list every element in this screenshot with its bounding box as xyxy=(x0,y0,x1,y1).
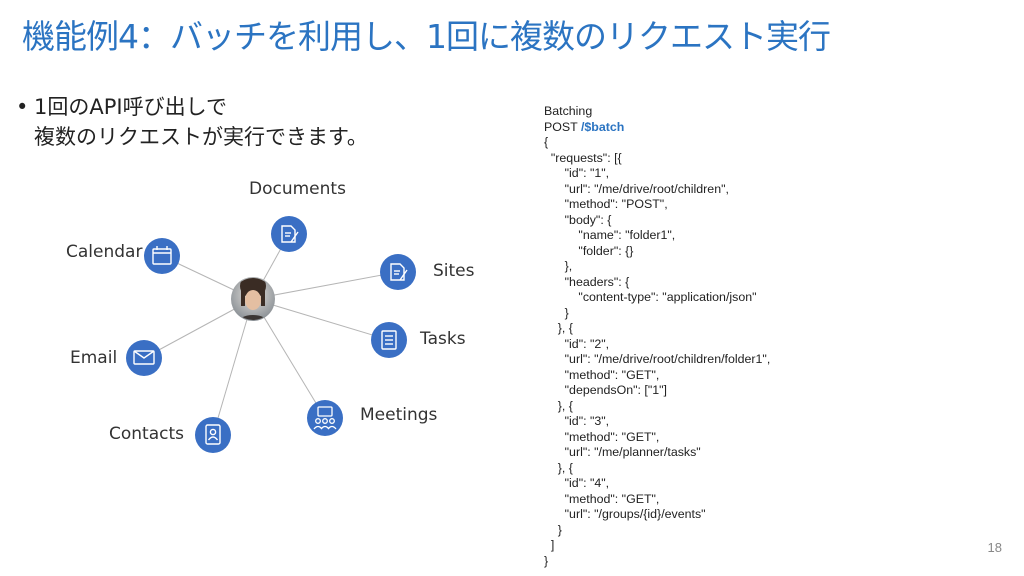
code-request-line: POST /$batch xyxy=(544,120,770,136)
mail-icon xyxy=(133,350,155,365)
page-number: 18 xyxy=(987,540,1002,555)
calendar-icon xyxy=(152,246,172,265)
node-email[interactable] xyxy=(126,340,162,376)
task-list-icon xyxy=(381,330,397,350)
contact-card-icon xyxy=(205,424,221,445)
label-contacts: Contacts xyxy=(109,424,184,444)
slide-title: 機能例4：バッチを利用し、1回に複数のリクエスト実行 xyxy=(22,17,831,56)
code-method: POST xyxy=(544,119,581,134)
node-calendar[interactable] xyxy=(144,238,180,274)
label-meetings: Meetings xyxy=(360,405,438,425)
people-group-icon xyxy=(313,406,337,430)
label-sites: Sites xyxy=(433,261,475,281)
node-tasks[interactable] xyxy=(371,322,407,358)
document-edit-icon xyxy=(281,225,299,243)
code-json-body: { "requests": [{ "id": "1", "url": "/me/… xyxy=(544,135,771,568)
bullet-text: •1回のAPI呼び出しで 複数のリクエストが実行できます。 xyxy=(16,92,368,152)
label-email: Email xyxy=(70,348,118,368)
node-sites[interactable] xyxy=(380,254,416,290)
bullet-dot: • xyxy=(16,95,29,119)
node-contacts[interactable] xyxy=(195,417,231,453)
bullet-line-1: 1回のAPI呼び出しで xyxy=(34,95,227,119)
node-meetings[interactable] xyxy=(307,400,343,436)
node-documents[interactable] xyxy=(271,216,307,252)
label-tasks: Tasks xyxy=(420,329,466,349)
label-documents: Documents xyxy=(249,179,346,199)
code-heading: Batching xyxy=(544,104,593,118)
document-edit-icon xyxy=(390,263,408,281)
bullet-line-2: 複数のリクエストが実行できます。 xyxy=(34,125,368,149)
label-calendar: Calendar xyxy=(66,242,143,262)
code-endpoint: /$batch xyxy=(580,119,625,134)
